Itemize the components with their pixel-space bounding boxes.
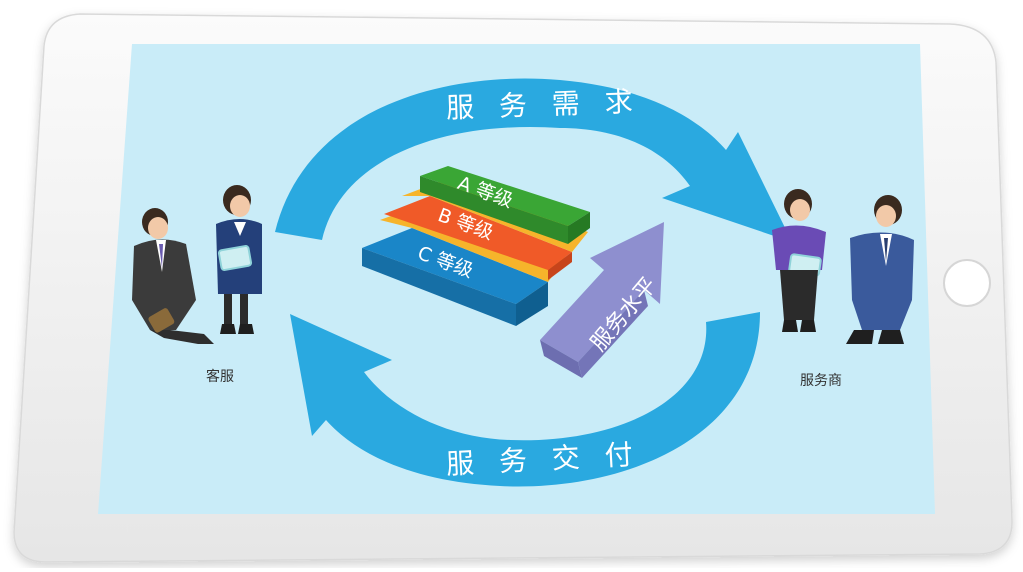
- businessman-left: [132, 208, 214, 344]
- tier-a-front: [568, 212, 590, 244]
- businessman-right: [846, 195, 914, 344]
- tier-a-side: [420, 176, 568, 244]
- tier-b-top: [384, 196, 572, 270]
- businesswoman-right: [772, 189, 826, 332]
- tier-b-front: [548, 252, 572, 280]
- customer-service-caption: 客服: [206, 369, 234, 385]
- tier-c-top: [362, 228, 548, 304]
- customer-service-people: [132, 185, 262, 344]
- businesswoman-left: [216, 185, 262, 334]
- service-provider-people: [772, 189, 914, 344]
- tier-c-front: [516, 282, 548, 326]
- home-button[interactable]: [943, 259, 991, 307]
- tier-c-side: [362, 248, 516, 326]
- cycle-arrow-top: [275, 78, 792, 242]
- tier-a-top: [420, 166, 590, 226]
- top-arc-label: 服 务 需 求: [445, 85, 641, 125]
- cycle-arrow-bottom: [290, 312, 760, 487]
- tier-steps: A 等级 B 等级 C 等级: [362, 166, 590, 326]
- service-provider-caption: 服务商: [800, 373, 842, 389]
